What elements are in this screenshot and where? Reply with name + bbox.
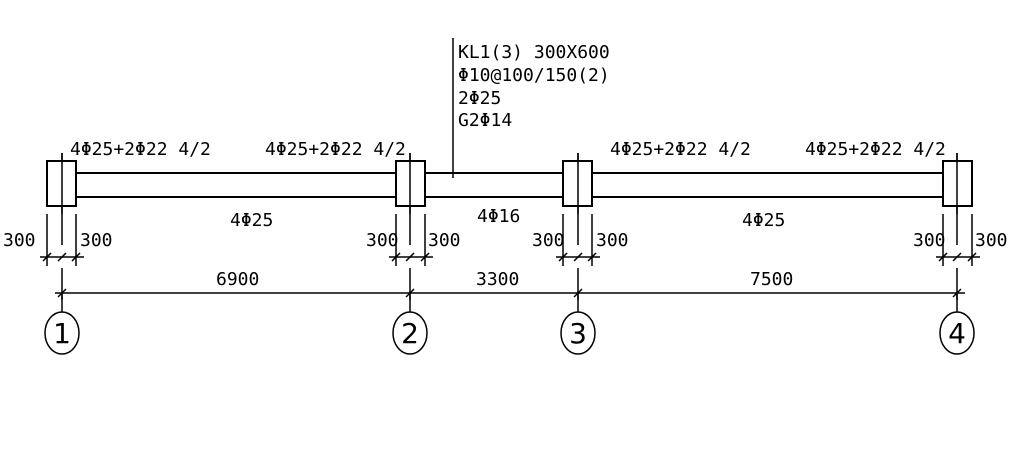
axis-bubble-3: 3 (560, 311, 596, 355)
top-reinforcement-mid-right: 4Φ25+2Φ22 4/2 (610, 139, 751, 160)
column-2-left-offset: 300 (366, 230, 399, 251)
bottom-reinforcement-span2: 4Φ16 (477, 206, 520, 227)
column-1-right-offset: 300 (80, 230, 113, 251)
column-1-left-offset: 300 (3, 230, 36, 251)
column-4-offsets: 300 300 (913, 214, 1008, 266)
axis-label-3: 3 (569, 317, 587, 350)
top-reinforcement-right: 4Φ25+2Φ22 4/2 (805, 139, 946, 160)
column-3 (562, 153, 593, 245)
axis-label-2: 2 (401, 317, 419, 350)
column-3-left-offset: 300 (532, 230, 565, 251)
column-1 (46, 153, 77, 245)
beam-annotation-line-1: KL1(3) 300X600 (458, 42, 610, 63)
axis-label-1: 1 (53, 317, 71, 350)
column-1-offsets: 300 300 (3, 214, 113, 266)
axis-bubble-4: 4 (939, 311, 975, 355)
bottom-reinforcement-span3: 4Φ25 (742, 210, 785, 231)
column-4 (942, 153, 973, 245)
beam-annotation-line-4: G2Φ14 (458, 110, 512, 131)
span-3-length: 7500 (750, 269, 793, 290)
axis-bubble-1: 1 (44, 311, 80, 355)
column-2-right-offset: 300 (428, 230, 461, 251)
beam-annotation-line-3: 2Φ25 (458, 88, 501, 109)
top-reinforcement-left: 4Φ25+2Φ22 4/2 (70, 139, 211, 160)
span-2-length: 3300 (476, 269, 519, 290)
span-1-length: 6900 (216, 269, 259, 290)
top-reinforcement-mid-left: 4Φ25+2Φ22 4/2 (265, 139, 406, 160)
column-3-right-offset: 300 (596, 230, 629, 251)
axis-bubble-2: 2 (392, 311, 428, 355)
column-3-offsets: 300 300 (532, 214, 629, 266)
beam-annotation-line-2: Φ10@100/150(2) (458, 65, 610, 86)
column-4-right-offset: 300 (975, 230, 1008, 251)
axis-label-4: 4 (948, 317, 966, 350)
column-2-offsets: 300 300 (366, 214, 461, 266)
bottom-reinforcement-span1: 4Φ25 (230, 210, 273, 231)
column-2 (395, 153, 426, 245)
column-4-left-offset: 300 (913, 230, 946, 251)
